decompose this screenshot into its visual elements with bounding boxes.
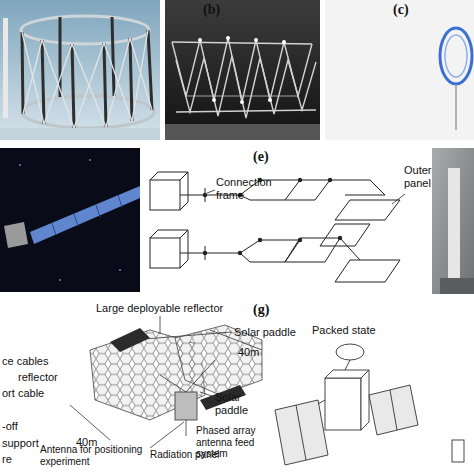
part-label: reflector xyxy=(18,371,58,384)
truss-photo xyxy=(0,0,160,140)
part-label: ort cable xyxy=(2,387,44,400)
dimension-line xyxy=(70,330,262,440)
part-label: Large deployable reflector xyxy=(96,302,223,315)
lab-photo xyxy=(432,148,474,294)
dimension-label: 40m xyxy=(238,346,259,359)
panel-letter: (g) xyxy=(253,302,269,318)
part-label: re xyxy=(2,453,12,466)
part-label: support xyxy=(2,437,39,450)
panel-schematic xyxy=(150,172,400,282)
part-label: Solar paddle xyxy=(215,391,255,416)
ring-photo xyxy=(325,0,474,140)
part-label: ce cables xyxy=(2,355,48,368)
panel-letter: (c) xyxy=(393,2,409,18)
reflector-drawing xyxy=(90,325,262,436)
part-label: Connection frame xyxy=(216,176,276,201)
part-label: Outer panel xyxy=(404,164,434,189)
part-label: Solar paddle xyxy=(234,326,296,339)
panel-letter: (e) xyxy=(253,149,269,165)
part-label: Antenna for positioning experiment xyxy=(40,444,150,467)
part-label: Packed state xyxy=(312,324,376,337)
part-label: Phased array antenna feed system xyxy=(196,425,271,460)
truss-photo xyxy=(165,0,320,140)
satellite-photo xyxy=(0,148,140,292)
satellite-drawing xyxy=(275,344,464,465)
panel-letter: (b) xyxy=(203,2,220,18)
part-label: -off xyxy=(2,420,18,433)
